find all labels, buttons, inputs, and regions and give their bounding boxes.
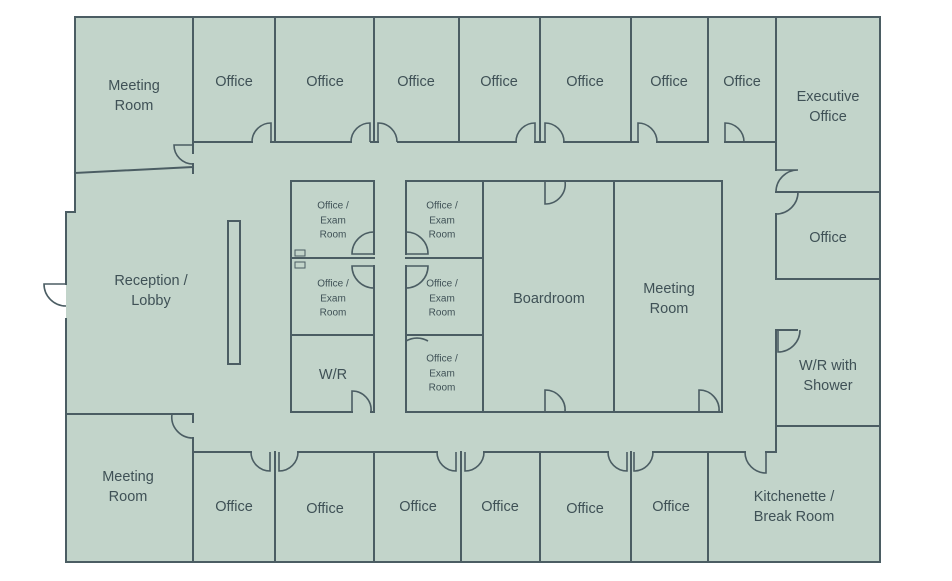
fixture: [294, 261, 306, 269]
bottom-office-walls: [192, 451, 777, 563]
reception-desk: [227, 220, 241, 365]
top-office-walls: [73, 16, 777, 175]
floor-area: [66, 17, 880, 562]
door-swings: [43, 122, 801, 474]
core-walls: [290, 180, 723, 413]
east-room-walls: [775, 141, 881, 453]
exterior-wall: [65, 16, 881, 563]
fixture: [294, 249, 306, 257]
